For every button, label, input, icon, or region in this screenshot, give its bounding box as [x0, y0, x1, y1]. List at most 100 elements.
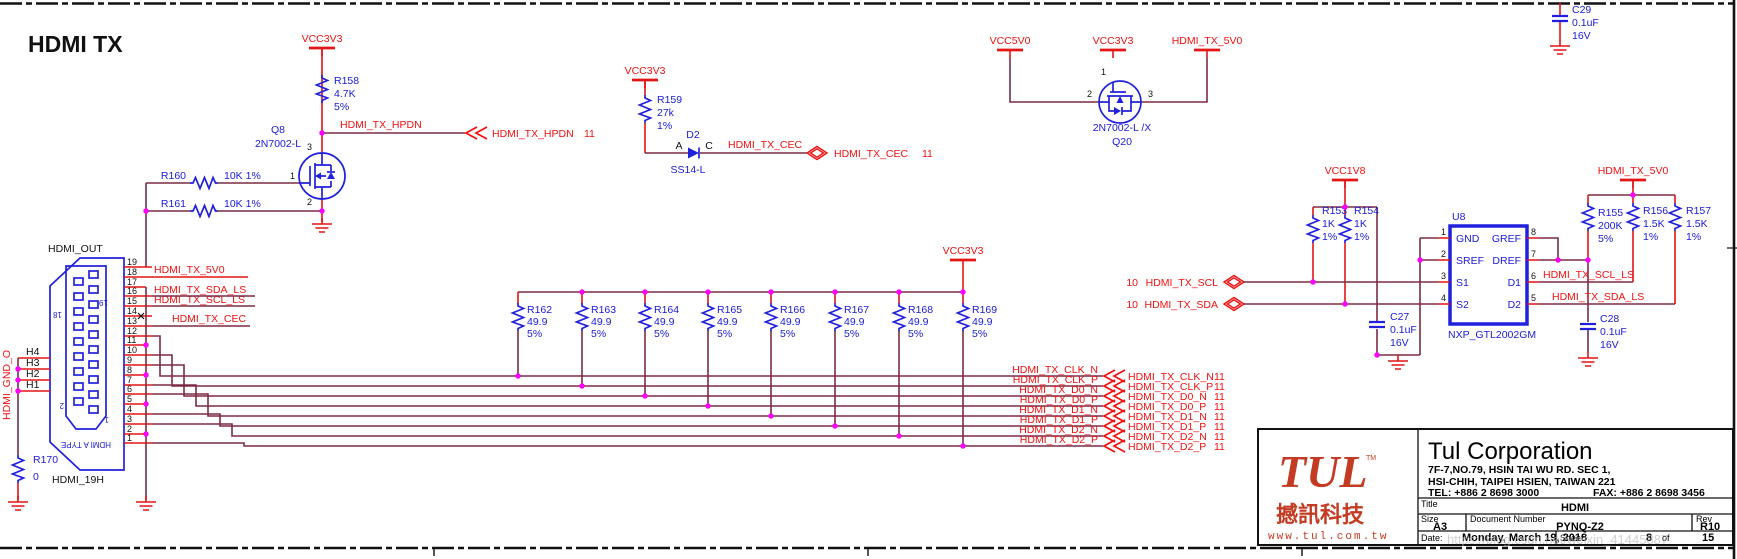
value: 49.9	[844, 316, 865, 328]
port-page-ref: 11	[1214, 401, 1225, 413]
rev-label: Rev	[1696, 514, 1713, 524]
level-shifter-circuit: VCC1V8 R153 1K 1% R154 1K 1% C27 0.1uF 1…	[1126, 165, 1711, 370]
pin-number: 16	[127, 286, 137, 296]
tolerance: 1%	[1643, 231, 1658, 243]
pin-number: 6	[127, 384, 132, 394]
tul-logo: TUL	[1278, 446, 1367, 497]
voltage-rating: 16V	[1600, 339, 1619, 351]
tolerance: 5%	[591, 328, 606, 340]
pin-number: 18	[127, 267, 137, 277]
pin-name: S2	[1456, 299, 1469, 311]
net-label: HDMI_TX_D0_N	[1019, 384, 1098, 396]
ref-des: R157	[1686, 205, 1711, 217]
port-label: HDMI_TX_SCL	[1146, 277, 1219, 289]
resistor-r153	[1306, 214, 1320, 244]
vcc3v3-power-symbol	[1098, 48, 1128, 60]
port-page-ref: 11	[1214, 431, 1225, 443]
power-net-label: VCC5V0	[990, 35, 1031, 47]
ref-des: R155	[1598, 207, 1623, 219]
ref-des: R156	[1643, 205, 1668, 217]
hpd-circuit: VCC3V3 R158 4.7K 5% HDMI_TX_HPDN HDMI_TX…	[143, 33, 595, 267]
port-page-ref: 11	[1214, 391, 1225, 403]
ref-des: R167	[844, 304, 869, 316]
value: 0	[33, 471, 39, 483]
value: 1.5K	[1686, 218, 1708, 230]
inner-pin-label: 18	[53, 310, 62, 319]
capacitor-c29	[1550, 14, 1570, 23]
watermark: https://blog.csdn.net/weixin_41445887	[1447, 532, 1668, 547]
pin-name: D1	[1508, 277, 1522, 289]
offpage-port-icon	[465, 126, 488, 140]
title-label: Title	[1421, 499, 1438, 509]
tolerance: 1%	[657, 120, 672, 132]
rev-value: R10	[1700, 521, 1720, 533]
resistor-r156	[1626, 202, 1640, 232]
tolerance: 1%	[1354, 231, 1369, 243]
net-label: HDMI_TX_SCL_LS	[154, 294, 245, 306]
port-page-ref: 10	[1126, 277, 1138, 289]
pin-number: 9	[127, 355, 132, 365]
voltage-rating: 16V	[1572, 30, 1591, 42]
part-number: HDMI_19H	[52, 474, 104, 486]
port-label: HDMI_TX_CLK_N	[1128, 371, 1214, 383]
ground-symbol	[311, 217, 333, 233]
title-block: TUL TM 撼訊科技 www.tul.com.tw Tul Corporati…	[1257, 428, 1734, 547]
port-label: HDMI_TX_D2_P	[1128, 441, 1206, 453]
ref-des: R166	[780, 304, 805, 316]
connector-type-label: HDMI A TYPE	[61, 440, 111, 449]
pin-name: DREF	[1492, 255, 1521, 267]
sheet-label: Sheet	[1560, 533, 1584, 543]
power-net-label: VCC3V3	[943, 245, 984, 257]
port-page-ref: 11	[1214, 381, 1225, 393]
port-label: HDMI_TX_CLK_P	[1128, 381, 1213, 393]
value: 200K	[1598, 220, 1623, 232]
c29-circuit: C29 0.1uF 16V	[1549, 3, 1599, 55]
pin-number: 1	[1441, 227, 1446, 237]
ref-des: R169	[972, 304, 997, 316]
hdmi-tx-5v0-power-symbol	[1192, 48, 1222, 60]
resistor-r155	[1581, 202, 1595, 232]
pin-number: 13	[127, 316, 137, 326]
pin-name: GREF	[1492, 233, 1521, 245]
ref-des: R168	[908, 304, 933, 316]
company-tel: TEL: +886 2 8698 3000	[1428, 487, 1539, 499]
ground-symbol	[1549, 39, 1571, 55]
ref-des: C29	[1572, 4, 1591, 16]
date-label: Date:	[1421, 533, 1443, 543]
net-label: HDMI_TX_5V0	[154, 264, 225, 276]
value: 1K	[1354, 218, 1367, 230]
sheet-title: HDMI	[1561, 502, 1589, 514]
net-label: HDMI_TX_D2_P	[1020, 434, 1098, 446]
pin-number: 7	[127, 375, 132, 385]
company-name: Tul Corporation	[1428, 438, 1593, 465]
mount-pin-label: H3	[26, 357, 40, 369]
port-page-ref: 11	[1214, 421, 1225, 433]
net-label: HDMI_TX_D1_N	[1019, 404, 1098, 416]
port-label: HDMI_TX_D0_N	[1128, 391, 1207, 403]
part-number: SS14-L	[670, 164, 705, 176]
cec-circuit: VCC3V3 R159 27k 1% D2 A C SS14-L HDMI_TX…	[625, 65, 933, 176]
port-label-hpdn: HDMI_TX_HPDN	[492, 128, 574, 140]
pin-number: 15	[127, 296, 137, 306]
pin-number: 17	[127, 277, 137, 287]
value: 27k	[657, 107, 675, 119]
bidir-port-icon	[1223, 274, 1245, 290]
pin-number: 4	[1441, 293, 1446, 303]
ref-des: Q8	[271, 124, 285, 136]
pin-number: 5	[1531, 293, 1536, 303]
ref-des: C28	[1600, 313, 1619, 325]
net-label: HDMI_TX_D0_P	[1020, 394, 1098, 406]
size-label: Size	[1421, 514, 1439, 524]
tolerance: 5%	[334, 101, 349, 113]
sheet-number: 8	[1646, 532, 1652, 544]
ground-symbol	[135, 495, 157, 511]
power-net-label: HDMI_TX_5V0	[1598, 165, 1669, 177]
q20-mosfet-symbol	[1098, 80, 1142, 124]
no-connect-icon	[137, 312, 145, 320]
cathode-label: C	[705, 140, 713, 152]
ref-des: R165	[717, 304, 742, 316]
value: 49.9	[972, 316, 993, 328]
inner-pin-label: 19	[99, 298, 108, 307]
